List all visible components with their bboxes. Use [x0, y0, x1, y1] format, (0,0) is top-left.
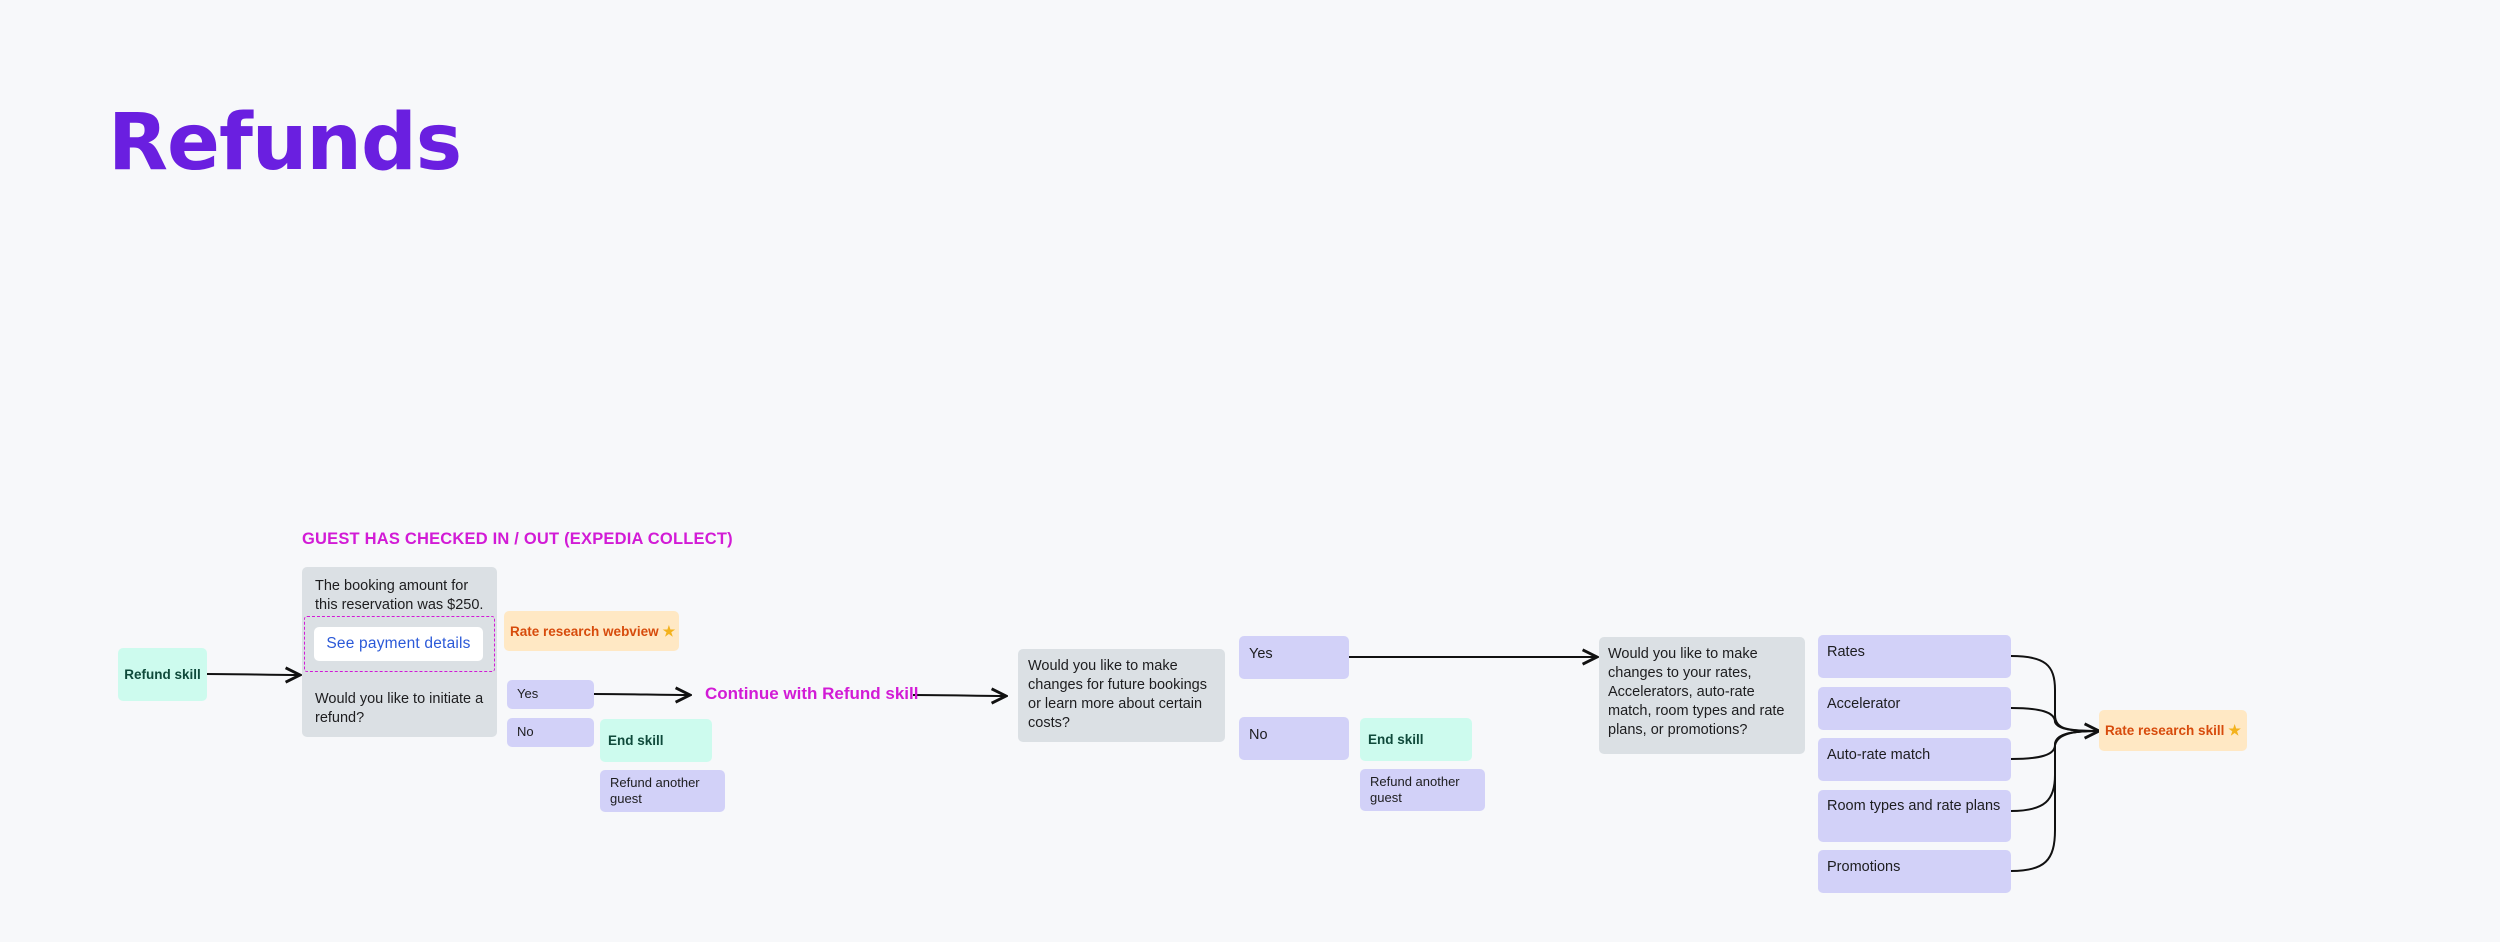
initiate-refund-question: Would you like to initiate a refund? [315, 691, 484, 726]
rate-research-skill-label: Rate research skill [2105, 723, 2225, 738]
connector-refund-to-question [206, 674, 300, 675]
refund-skill-node[interactable]: Refund skill [118, 648, 207, 701]
option-promotions[interactable]: Promotions [1818, 850, 2011, 893]
connector-accelerator-to-skill [2010, 707, 2098, 732]
star-icon: ★ [2228, 722, 2241, 738]
section-label: GUEST HAS CHECKED IN / OUT (EXPEDIA COLL… [302, 530, 733, 548]
star-icon: ★ [662, 623, 676, 639]
payment-details-frame: See payment details [304, 616, 495, 672]
rate-research-webview-node[interactable]: Rate research webview★ [504, 611, 679, 651]
page-title: Refunds [108, 98, 462, 188]
continue-refund-skill-label: Continue with Refund skill [705, 684, 919, 703]
end-skill-node-2[interactable]: End skill [1360, 718, 1472, 761]
connector-continue-to-future [912, 695, 1006, 696]
refund-another-guest-node-2[interactable]: Refund another guest [1360, 769, 1485, 811]
rate-research-skill-node[interactable]: Rate research skill★ [2099, 710, 2247, 751]
connector-promotions-to-skill [2010, 730, 2098, 872]
rates-question: Would you like to make changes to your r… [1599, 637, 1805, 754]
connector-yes-to-continue [593, 694, 690, 695]
no-option-2[interactable]: No [1239, 717, 1349, 760]
option-rates[interactable]: Rates [1818, 635, 2011, 678]
end-skill-node-1[interactable]: End skill [600, 719, 712, 762]
see-payment-details-button[interactable]: See payment details [314, 627, 483, 661]
option-room-types[interactable]: Room types and rate plans [1818, 790, 2011, 842]
no-option-1[interactable]: No [507, 718, 594, 747]
future-changes-question: Would you like to make changes for futur… [1018, 649, 1225, 742]
refund-skill-label: Refund skill [124, 667, 201, 682]
rate-research-webview-label: Rate research webview [510, 624, 659, 639]
booking-amount-text: The booking amount for this reservation … [315, 578, 484, 613]
yes-option-1[interactable]: Yes [507, 680, 594, 709]
yes-option-2[interactable]: Yes [1239, 636, 1349, 679]
initiate-refund-card: The booking amount for this reservation … [302, 567, 497, 737]
refund-another-guest-node-1[interactable]: Refund another guest [600, 770, 725, 812]
option-accelerator[interactable]: Accelerator [1818, 687, 2011, 730]
option-auto-rate-match[interactable]: Auto-rate match [1818, 738, 2011, 781]
